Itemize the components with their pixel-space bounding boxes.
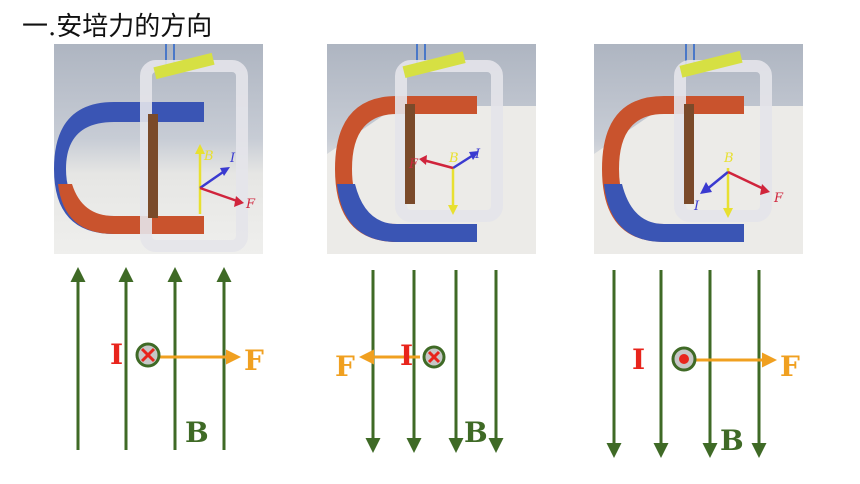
experiment-photo-3: B I F [594,44,803,254]
experiment-photo-1: B I F [54,44,263,254]
current-label: I [110,338,123,371]
photo-label-F: F [773,191,784,206]
current-label: I [400,339,413,372]
diagram-3: I F B [606,270,800,458]
force-label: F [244,344,264,377]
experiment-illustration-1: B I F [54,44,256,252]
experiment-illustration-2: B I F [327,44,536,254]
photo-label-I: I [474,147,481,162]
photo-label-F: F [245,197,256,212]
experiment-photo-2: B I F [327,44,536,254]
field-label: B [720,424,744,457]
photo-label-I: I [229,151,236,166]
photo-label-B: B [448,151,459,166]
page-title: 一.安培力的方向 [22,12,213,42]
diagram-2: I F B [335,270,504,453]
force-label: F [780,350,800,383]
current-label: I [632,343,645,376]
photo-label-F: F [408,157,419,172]
experiment-illustration-3: B I F [594,44,803,254]
photo-label-I: I [693,199,700,214]
photo-label-B: B [723,151,734,166]
force-label: F [335,350,355,383]
diagram-1: I F B [70,267,264,450]
field-label: B [464,416,488,449]
field-label: B [185,416,209,449]
photo-label-B: B [203,149,214,164]
